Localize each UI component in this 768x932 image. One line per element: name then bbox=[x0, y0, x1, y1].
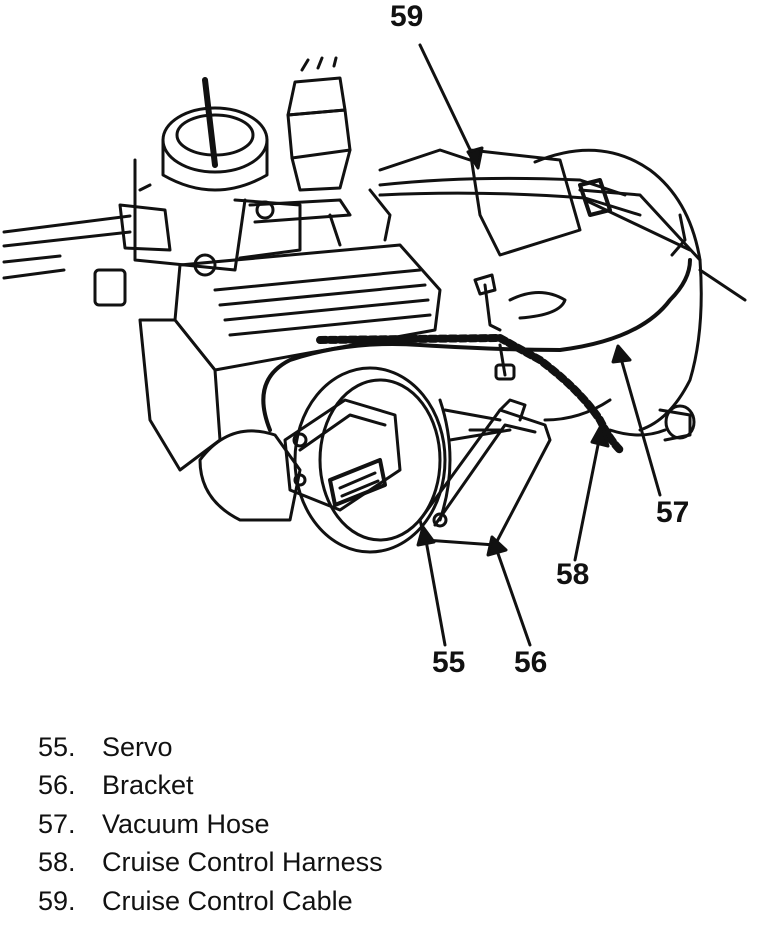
callout-57: 57 bbox=[656, 496, 690, 529]
engine-block bbox=[138, 148, 472, 522]
firewall-shroud bbox=[533, 148, 703, 442]
legend-label: Servo bbox=[102, 731, 173, 762]
legend-number: 59. bbox=[38, 885, 76, 916]
legend-number: 58. bbox=[38, 847, 76, 878]
throttle-linkage bbox=[248, 198, 352, 247]
callout-58: 58 bbox=[556, 558, 590, 591]
legend-label: Vacuum Hose bbox=[102, 808, 270, 839]
legend-item: 58. Cruise Control Harness bbox=[38, 844, 738, 883]
callout-56: 56 bbox=[514, 646, 548, 679]
legend-label: Bracket bbox=[102, 770, 194, 801]
callout-55: 55 bbox=[432, 646, 466, 679]
legend-item: 59. Cruise Control Cable bbox=[38, 882, 738, 921]
carburetor bbox=[93, 77, 302, 307]
engine-cruise-control-diagram bbox=[2, 43, 747, 647]
left-shaft-lines bbox=[2, 214, 132, 280]
parts-legend: 55. Servo 56. Bracket 57. Vacuum Hose 58… bbox=[38, 728, 738, 921]
servo-booster bbox=[293, 366, 512, 554]
leader-arrows bbox=[416, 43, 662, 647]
legend-item: 57. Vacuum Hose bbox=[38, 805, 738, 844]
legend-item: 55. Servo bbox=[38, 728, 738, 767]
legend-label: Cruise Control Cable bbox=[102, 885, 353, 916]
legend-number: 55. bbox=[38, 731, 76, 762]
legend-number: 57. bbox=[38, 808, 76, 839]
cruise-control-harness bbox=[316, 334, 624, 454]
legend-label: Cruise Control Harness bbox=[102, 847, 383, 878]
legend-item: 56. Bracket bbox=[38, 767, 738, 806]
callout-59: 59 bbox=[390, 0, 424, 33]
valve-cover bbox=[173, 243, 442, 372]
distributor bbox=[286, 56, 352, 192]
legend-number: 56. bbox=[38, 770, 76, 801]
servo bbox=[283, 398, 402, 512]
vacuum-hose bbox=[261, 258, 692, 432]
